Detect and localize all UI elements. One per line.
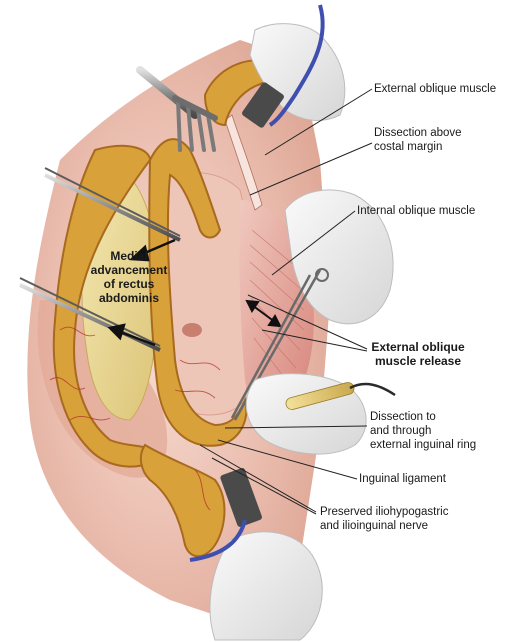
label-inguinal-ligament: Inguinal ligament	[359, 473, 446, 485]
release-arrow	[245, 299, 282, 328]
advancement-arrows	[107, 238, 176, 347]
fat-edge-left	[52, 144, 157, 468]
glove-right-middle	[284, 189, 394, 325]
cautery-cable	[349, 382, 396, 397]
handle-top	[242, 82, 284, 128]
cable-bottom	[189, 519, 247, 562]
handle-bottom	[220, 468, 262, 527]
upper-clamp	[44, 167, 181, 242]
label-internal-oblique-muscle: Internal oblique muscle	[357, 205, 476, 217]
label-medial-advancement: Medial advancement of rectus abdominis	[90, 249, 168, 305]
fat-edge-right	[148, 138, 248, 447]
umbilicus	[182, 323, 202, 337]
glove-bottom	[209, 531, 323, 641]
label-dissection-above-costal-margin: Dissection above costal margin	[374, 127, 462, 153]
leader-lines	[199, 88, 373, 515]
label-external-oblique-release: External oblique muscle release	[371, 340, 465, 368]
fat-roll-bottom	[139, 443, 226, 558]
cable-top	[268, 4, 325, 127]
fork-retractor	[136, 66, 218, 152]
blood-vessels	[49, 326, 221, 511]
label-preserved-nerves: Preserved iliohypogastric and ilioinguin…	[320, 506, 449, 532]
label-external-oblique-muscle: External oblique muscle	[374, 83, 497, 95]
label-dissection-inguinal-ring: Dissection to and through external ingui…	[370, 411, 477, 451]
fat-roll-top	[203, 59, 276, 127]
costal-dissection	[224, 114, 263, 211]
